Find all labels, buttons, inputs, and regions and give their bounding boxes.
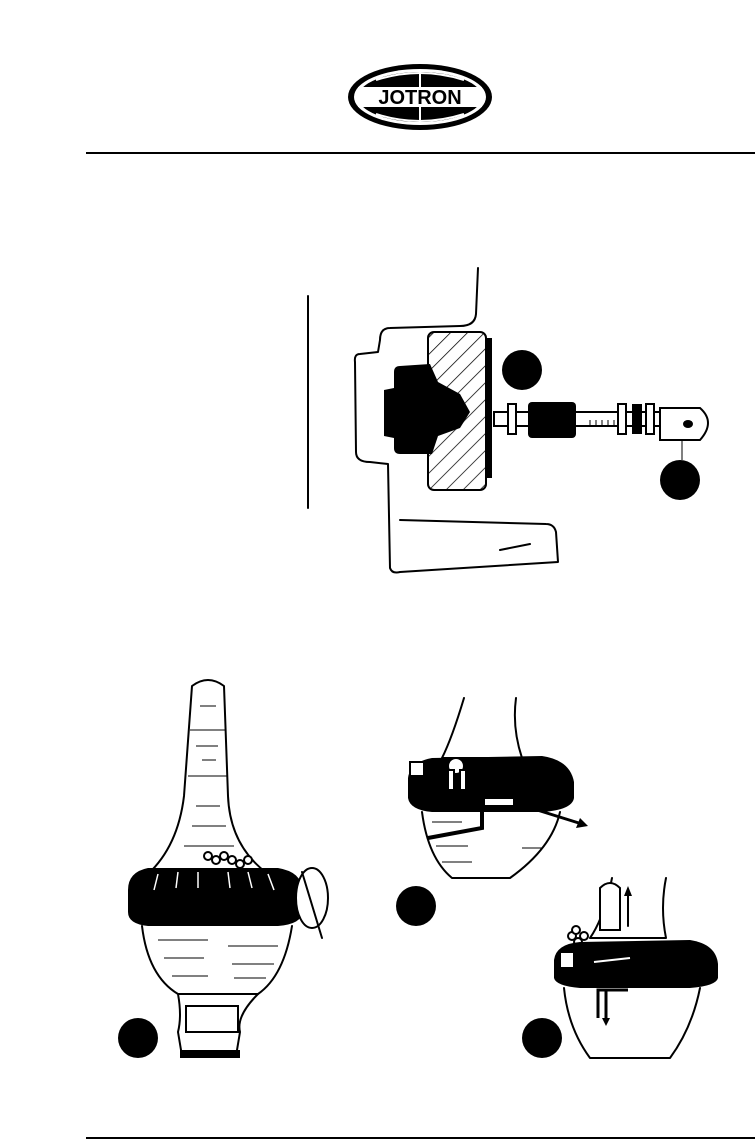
callout-marker-2 xyxy=(660,460,700,500)
callout-marker-5 xyxy=(522,1018,562,1058)
logo-text: JOTRON xyxy=(378,87,461,109)
jotron-logo: JOTRON xyxy=(346,62,494,132)
beacon-body xyxy=(142,926,292,994)
shackle-loop xyxy=(600,883,620,930)
callout-marker-1 xyxy=(502,350,542,390)
callout-marker-3 xyxy=(118,1018,158,1058)
beacon-antenna xyxy=(148,680,268,874)
release-clip xyxy=(296,868,328,928)
lanyard-beads xyxy=(204,852,252,868)
spring-sleeve xyxy=(528,402,576,438)
release-tab xyxy=(484,798,514,806)
mounting-bracket-figure xyxy=(300,262,720,582)
shackle-body xyxy=(564,988,700,1058)
beacon-shackle-figure xyxy=(520,878,726,1062)
callout-marker-4 xyxy=(396,886,436,926)
beacon-full-figure xyxy=(108,676,338,1068)
beacon-label-plate xyxy=(186,1006,238,1032)
footer-rule xyxy=(86,1137,755,1139)
beacon-collar xyxy=(128,868,302,926)
header-rule xyxy=(86,152,755,154)
shackle-collar xyxy=(554,940,718,988)
release-antenna xyxy=(442,698,522,758)
